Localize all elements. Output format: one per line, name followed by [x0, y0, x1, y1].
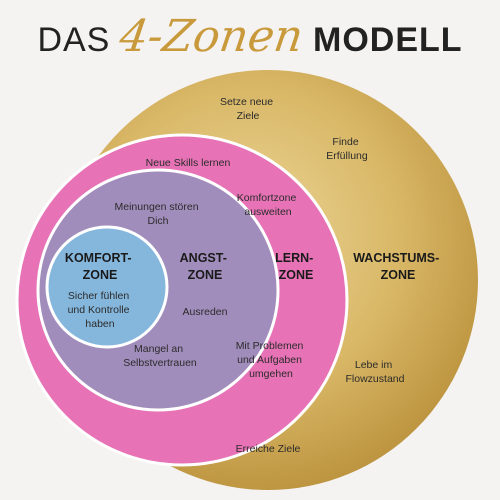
lern-zone-title: LERN- ZONE: [275, 251, 317, 282]
angst-zone-title: ANGST- ZONE: [180, 251, 231, 282]
angst-label-top: Meinungen stören Dich: [115, 201, 202, 227]
komfort-zone-labels: Sicher fühlen und Kontrolle haben: [68, 290, 133, 330]
wachstum-label-top: Setze neue Ziele: [220, 96, 276, 122]
wachstum-label-lower: Lebe im Flowzustand: [346, 359, 405, 385]
lern-label-top: Neue Skills lernen: [146, 157, 231, 169]
title-prefix: DAS: [37, 20, 111, 59]
komfort-zone-circle: [45, 225, 169, 349]
wachstum-label-bottom: Erreiche Ziele: [236, 443, 301, 455]
lern-label-lower: Mit Problemen und Aufgaben umgehen: [236, 340, 307, 380]
page-title: DAS 4-Zonen MODELL: [0, 10, 500, 66]
lern-label-upper: Komfortzone ausweiten: [237, 192, 299, 218]
angst-label-mid: Ausreden: [183, 306, 228, 318]
wachstum-zone-title: WACHSTUMS- ZONE: [353, 251, 443, 282]
title-suffix: MODELL: [313, 20, 463, 59]
wachstum-label-upper: Finde Erfüllung: [326, 136, 368, 162]
title-script: 4-Zonen: [116, 10, 307, 62]
angst-label-bottom: Mangel an Selbstvertrauen: [123, 343, 197, 369]
komfort-zone-title: KOMFORT- ZONE: [65, 251, 135, 282]
